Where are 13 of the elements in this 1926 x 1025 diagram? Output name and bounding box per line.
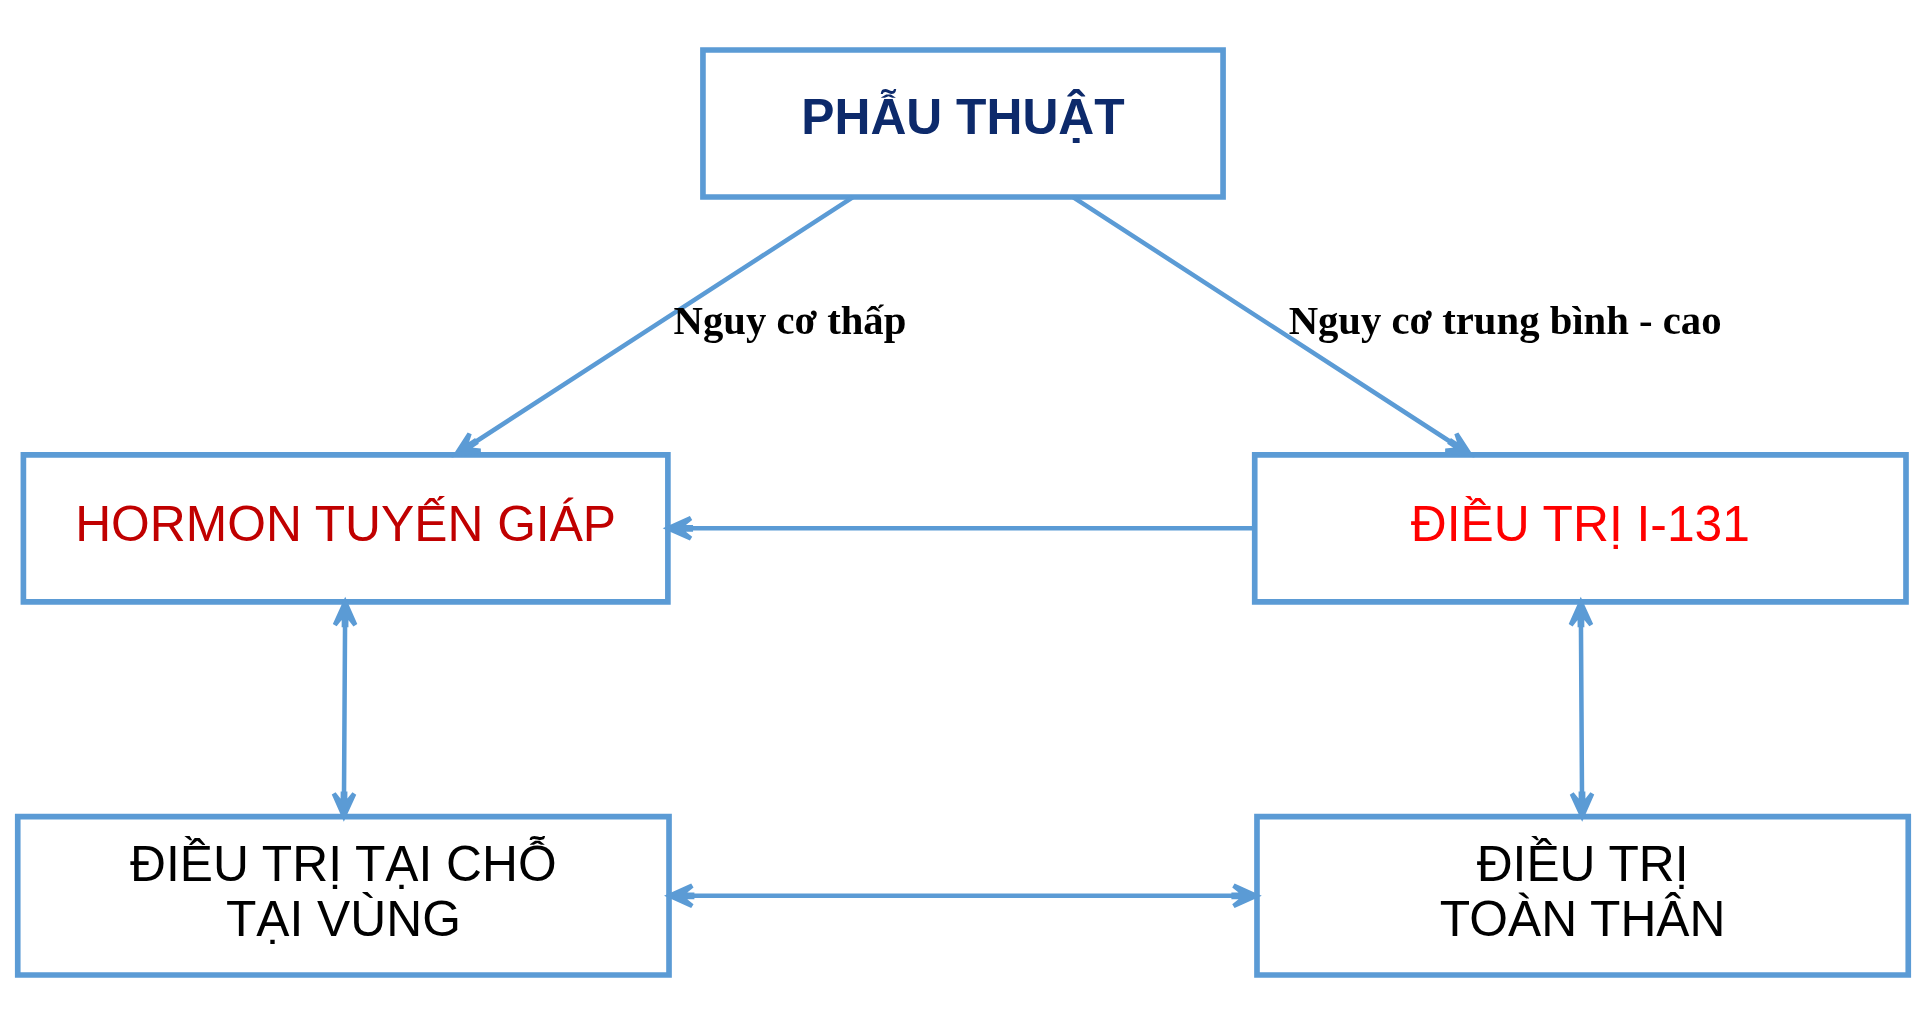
- arrow: [1072, 195, 1473, 457]
- arrow: [331, 600, 358, 819]
- node-box: ĐIỀU TRỊ I-131: [1251, 452, 1909, 605]
- arrow: [667, 883, 1259, 909]
- edge-label: Nguy cơ trung bình - cao: [1288, 297, 1722, 343]
- arrow: [1568, 600, 1595, 819]
- node-box: ĐIỀU TRỊ TẠI CHỖ TẠI VÙNG: [14, 813, 672, 978]
- edge-label: Nguy cơ thấp: [673, 297, 907, 343]
- node-box: HORMON TUYẾN GIÁP: [20, 452, 671, 605]
- node-box: ĐIỀU TRỊ TOÀN THÂN: [1254, 813, 1912, 978]
- node-box: PHẪU THUẬT: [700, 47, 1226, 200]
- arrow: [453, 195, 854, 457]
- arrow: [665, 515, 1255, 541]
